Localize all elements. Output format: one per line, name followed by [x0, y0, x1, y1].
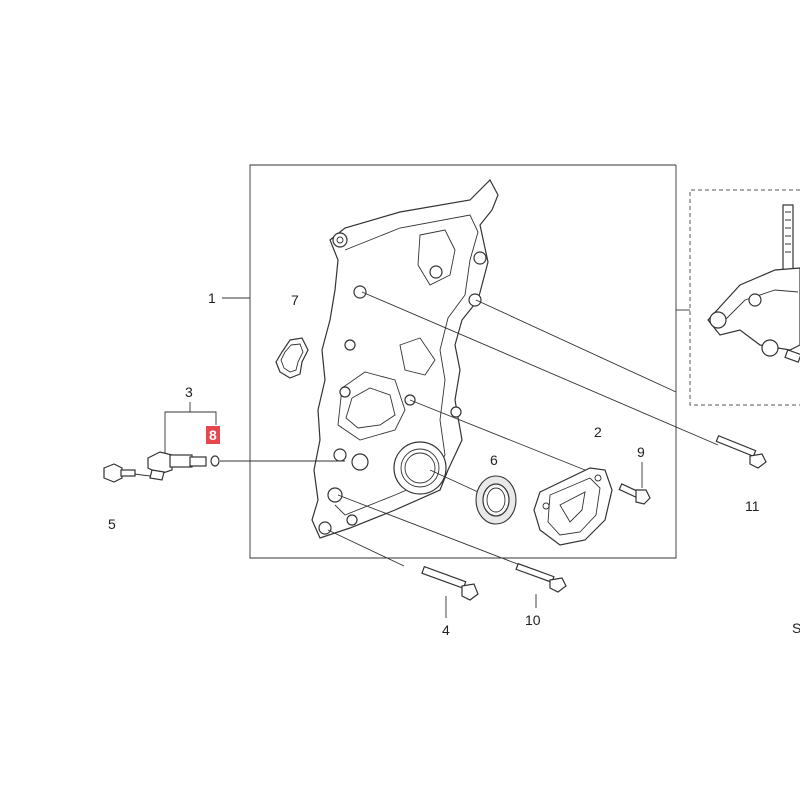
- callout-7: 7: [291, 292, 299, 308]
- detail-box-dashed: [689, 189, 800, 406]
- bolt-9: [618, 483, 651, 505]
- callout-4: 4: [442, 622, 450, 638]
- leader-11b: [475, 299, 677, 393]
- bolt-5: [103, 463, 136, 483]
- sensor-3: [125, 451, 207, 481]
- callout-10: 10: [525, 612, 541, 628]
- leader-2: [409, 399, 591, 473]
- leader-6: [429, 469, 479, 493]
- bolt-11: [715, 434, 767, 469]
- callout-11: 11: [745, 498, 760, 514]
- leader-11: [361, 291, 719, 446]
- detail-bracket: [707, 204, 800, 363]
- callout-5: 5: [108, 516, 116, 532]
- callout-9: 9: [637, 444, 645, 460]
- bolt-10: [515, 562, 567, 593]
- callout-s: S: [792, 620, 800, 636]
- o-ring-8: [210, 455, 220, 467]
- gasket-7: [275, 337, 309, 379]
- callout-3: 3: [185, 384, 193, 400]
- callout-6: 6: [490, 452, 498, 468]
- leader-10: [337, 494, 521, 566]
- callout-8: 8: [206, 426, 220, 444]
- timing-chain-cover: [311, 179, 499, 539]
- callout-1: 1: [208, 290, 216, 306]
- bracket-3: [164, 411, 217, 455]
- oil-seal-6: [475, 475, 517, 525]
- leader-4: [327, 529, 405, 567]
- cover-plate-2: [533, 467, 613, 546]
- bolt-4: [421, 565, 479, 601]
- callout-2: 2: [594, 424, 602, 440]
